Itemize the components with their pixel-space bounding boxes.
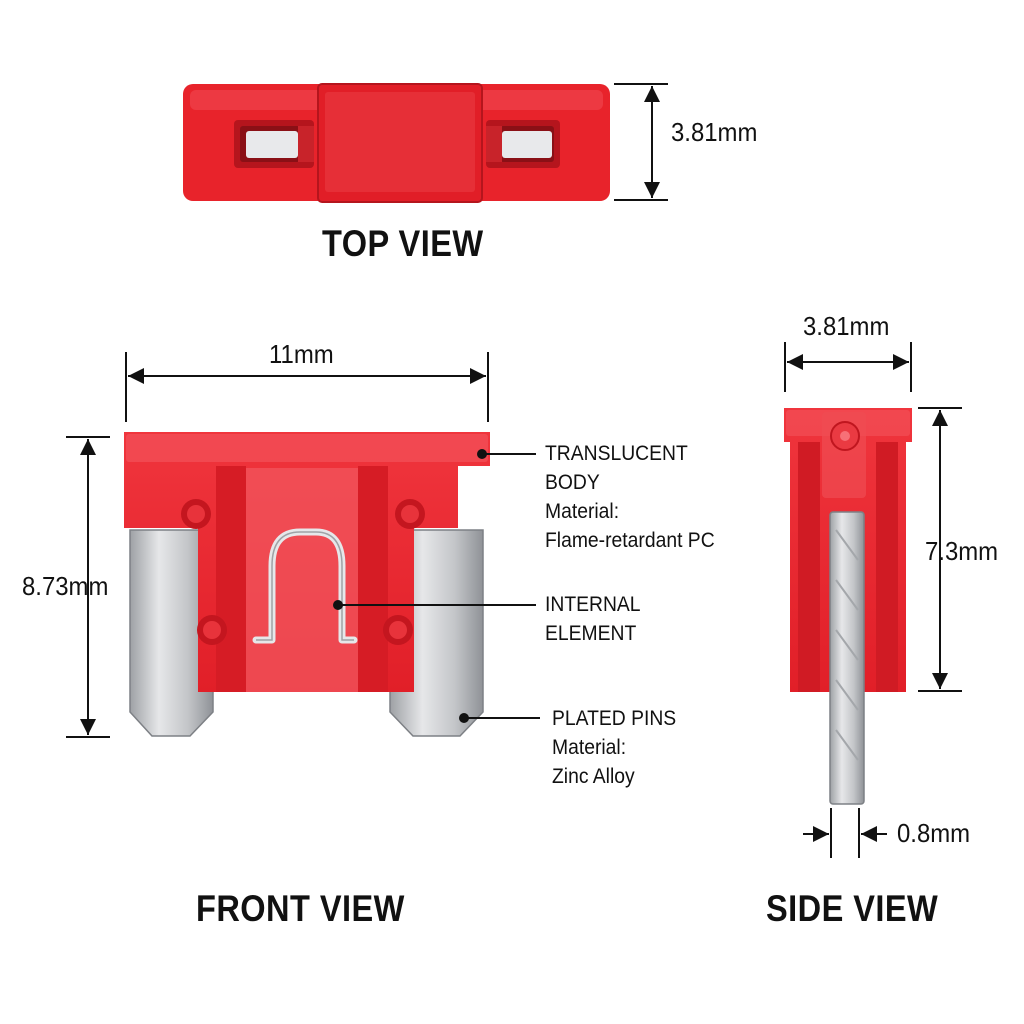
top-view-height-label: 3.81mm: [671, 117, 758, 147]
top-right-pin-icon: [502, 131, 552, 158]
side-view-pin-thickness-label: 0.8mm: [897, 818, 971, 848]
side-view-fuse: [784, 408, 912, 805]
side-view-title: SIDE VIEW: [766, 888, 939, 929]
front-view-leader-lines: [333, 449, 540, 723]
callout-pins-line1: PLATED PINS: [552, 707, 677, 730]
callout-pins-line3: Zinc Alloy: [552, 765, 635, 788]
top-view-height-dimension: [614, 83, 668, 201]
top-left-pin-icon: [246, 131, 298, 158]
side-view-dimensions: [784, 342, 962, 858]
front-view-width-label: 11mm: [269, 339, 334, 369]
side-view-width-label: 3.81mm: [803, 311, 890, 341]
front-view-title: FRONT VIEW: [196, 888, 405, 929]
plated-pins-callout: PLATED PINS Material: Zinc Alloy: [552, 704, 676, 791]
front-view-dimensions: [66, 352, 489, 738]
callout-pins-line2: Material:: [552, 736, 627, 759]
callout-body-line1: TRANSLUCENT: [545, 442, 688, 465]
callout-element-line2: ELEMENT: [545, 622, 637, 645]
top-view-fuse: [183, 83, 610, 203]
internal-element-callout: INTERNAL ELEMENT: [545, 590, 641, 648]
front-view-fuse: [124, 432, 490, 737]
callout-body-line3: Material:: [545, 500, 620, 523]
side-view-height-label: 7.3mm: [925, 536, 999, 566]
callout-body-line2: BODY: [545, 471, 600, 494]
translucent-body-callout: TRANSLUCENT BODY Material: Flame-retarda…: [545, 439, 715, 555]
callout-element-line1: INTERNAL: [545, 593, 641, 616]
callout-body-line4: Flame-retardant PC: [545, 529, 715, 552]
front-view-height-label: 8.73mm: [22, 571, 109, 601]
top-view-title: TOP VIEW: [322, 223, 484, 264]
side-pin: [829, 511, 865, 805]
